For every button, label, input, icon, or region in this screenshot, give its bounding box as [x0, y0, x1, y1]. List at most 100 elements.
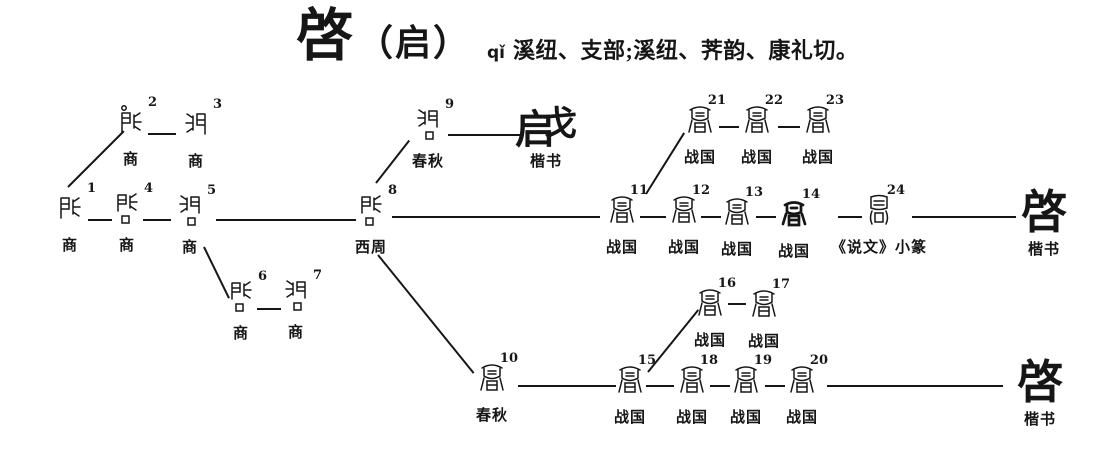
ancient-glyph-icon: 14: [778, 187, 820, 234]
ancient-glyph-icon: 7: [280, 268, 322, 315]
glyph-number: 23: [825, 93, 844, 108]
period-label: 战国: [613, 410, 647, 426]
connector-line: [392, 216, 600, 218]
glyph-number: 6: [257, 269, 267, 284]
period-label: 《说文》小篆: [830, 240, 928, 256]
glyph-node-23: 23 战国: [801, 93, 844, 167]
glyph-node-18: 18 战国: [676, 353, 718, 427]
period-label: 战国: [729, 410, 763, 426]
period-label: 战国: [683, 150, 717, 166]
connector-line: [912, 216, 1016, 218]
ancient-glyph-icon: 19: [730, 353, 772, 400]
period-label: 战国: [605, 240, 639, 256]
connector-line: [827, 385, 1003, 387]
connector-line: [646, 385, 674, 387]
connector-line: [701, 216, 721, 218]
ancient-glyph-icon: 23: [802, 93, 844, 140]
period-label: 商: [118, 238, 135, 254]
glyph-number: 1: [86, 181, 96, 196]
ancient-glyph-icon: 22: [741, 93, 783, 140]
ancient-glyph-icon: 12: [668, 183, 710, 230]
period-label: 商: [187, 154, 204, 170]
period-label: 商: [287, 325, 304, 341]
glyph-node-3: 3 商: [180, 97, 222, 171]
glyph-number: 22: [764, 93, 783, 108]
glyph-node-9: 9 春秋: [411, 97, 454, 171]
period-label: 春秋: [475, 408, 509, 424]
ancient-glyph-icon: 9: [412, 97, 454, 144]
glyph-number: 9: [444, 97, 454, 112]
script-style-label: 楷书: [529, 154, 562, 170]
glyph-node-6: 6 商: [225, 269, 267, 343]
glyph-number: 8: [387, 183, 397, 198]
glyph-number: 18: [699, 353, 718, 368]
glyph-node-8: 8 西周: [354, 183, 397, 257]
connector-line: [143, 219, 171, 221]
glyph-node-17: 17 战国: [748, 277, 790, 351]
kaishu-form-bottom: 啓 楷书: [1017, 360, 1063, 429]
connector-diagonal: [375, 139, 411, 184]
simplified-form-paren: （启）: [357, 23, 472, 63]
ancient-glyph-icon: 4: [111, 181, 153, 228]
glyph-node-5: 5 商: [174, 183, 216, 257]
glyph-number: 2: [147, 95, 157, 110]
glyph-node-13: 13 战国: [720, 185, 763, 259]
ancient-glyph-icon: 1: [54, 181, 96, 228]
connector-line: [778, 126, 800, 128]
connector-line: [756, 216, 776, 218]
ancient-glyph-icon: 24: [863, 183, 905, 230]
kaishu-form-top: 启戈 楷书: [515, 102, 577, 171]
kaishu-composite-character: 启戈: [515, 106, 577, 152]
period-label: 春秋: [411, 154, 445, 170]
ancient-glyph-icon: 15: [614, 353, 656, 400]
headword-character: 啓: [296, 5, 353, 68]
glyph-node-7: 7 商: [280, 268, 322, 342]
ancient-glyph-icon: 3: [180, 97, 222, 144]
glyph-node-1: 1 商: [54, 181, 96, 255]
glyph-node-4: 4 商: [111, 181, 153, 255]
glyph-number: 13: [744, 185, 763, 200]
glyph-node-21: 21 战国: [683, 93, 726, 167]
glyph-node-15: 15 战国: [613, 353, 656, 427]
glyph-node-19: 19 战国: [729, 353, 772, 427]
period-label: 商: [61, 238, 78, 254]
glyph-number: 10: [499, 351, 518, 366]
ancient-glyph-icon: 10: [476, 351, 518, 398]
ancient-glyph-icon: 6: [225, 269, 267, 316]
connector-line: [257, 308, 281, 310]
period-label: 商: [232, 326, 249, 342]
period-label: 战国: [777, 244, 811, 260]
glyph-number: 4: [143, 181, 153, 196]
kaishu-form-middle: 啓 楷书: [1021, 190, 1067, 259]
glyph-number: 21: [707, 93, 726, 108]
period-label: 战国: [720, 242, 754, 258]
ancient-glyph-icon: 13: [721, 185, 763, 232]
glyph-number: 14: [801, 187, 820, 202]
ancient-glyph-icon: 11: [606, 183, 648, 230]
script-style-label: 楷书: [1027, 242, 1060, 258]
glyph-node-20: 20 战国: [786, 353, 828, 427]
connector-diagonal: [377, 254, 475, 374]
period-label: 商: [122, 152, 139, 168]
connector-line: [148, 133, 176, 135]
glyph-node-22: 22 战国: [741, 93, 783, 167]
glyph-node-11: 11 战国: [605, 183, 648, 257]
glyph-node-16: 16 战国: [694, 276, 736, 350]
ancient-glyph-icon: 5: [174, 183, 216, 230]
ancient-glyph-icon: 16: [694, 276, 736, 323]
ancient-glyph-icon: 17: [748, 277, 790, 324]
title-row: 啓 （启） qǐ 溪纽、支部;溪纽、荠韵、康礼切。: [296, 6, 858, 68]
connector-line: [518, 385, 616, 387]
pinyin-reading: qǐ: [487, 43, 506, 63]
period-label: 战国: [801, 150, 835, 166]
connector-line: [640, 216, 666, 218]
glyph-number: 15: [637, 353, 656, 368]
glyph-node-12: 12 战国: [667, 183, 710, 257]
connector-line: [448, 134, 522, 136]
connector-line: [765, 385, 785, 387]
period-label: 战国: [667, 240, 701, 256]
period-label: 西周: [354, 240, 388, 256]
glyph-node-24: 24 《说文》小篆: [830, 183, 928, 257]
ancient-glyph-icon: 20: [786, 353, 828, 400]
